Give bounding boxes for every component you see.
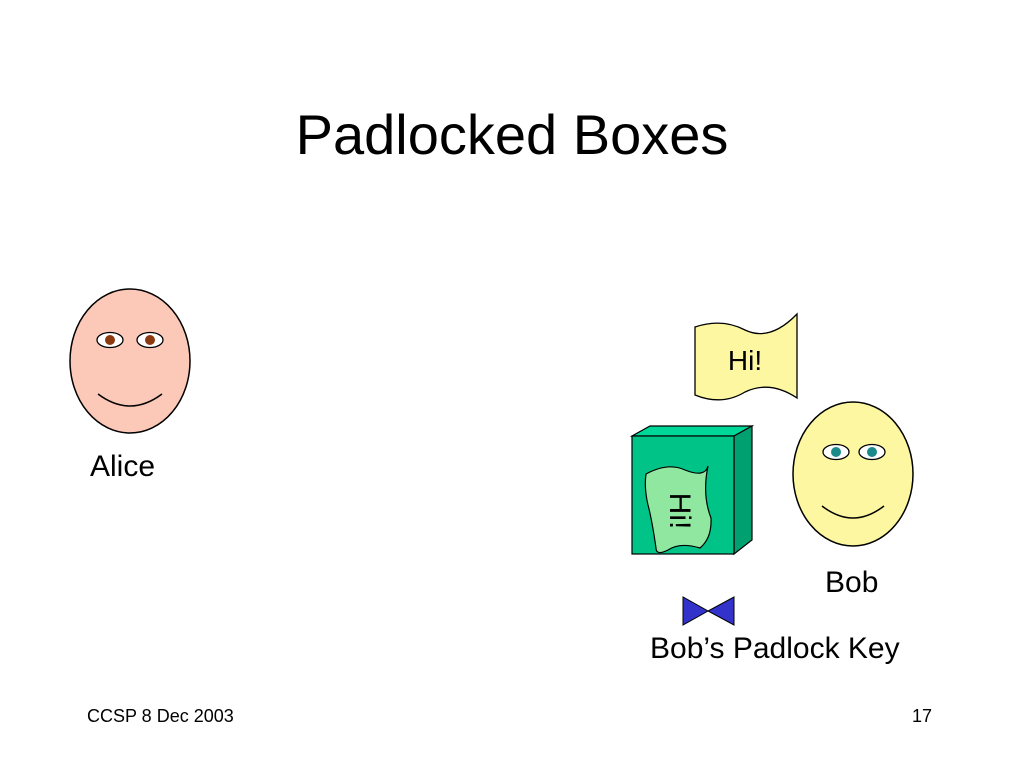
page-number: 17 xyxy=(912,706,933,726)
alice-smile xyxy=(97,393,163,407)
padlock-key-icon xyxy=(682,596,735,626)
padlock-key-left-wing xyxy=(682,596,710,626)
bob-right-eye-pupil xyxy=(867,447,877,457)
bob-left-eye-pupil xyxy=(831,447,841,457)
padlock-key-label: Bob’s Padlock Key xyxy=(650,632,900,665)
message-note: Hi! xyxy=(694,312,798,401)
bob-face xyxy=(792,401,914,547)
box-top-face xyxy=(629,425,755,437)
alice-face xyxy=(69,288,191,434)
alice-label: Alice xyxy=(90,450,156,483)
bob-smile xyxy=(821,505,885,519)
box-side-face xyxy=(733,424,753,556)
alice-right-eye-pupil xyxy=(145,335,155,345)
bob-label: Bob xyxy=(825,566,879,599)
message-note-shape xyxy=(694,312,798,401)
box-note-shape xyxy=(644,465,712,554)
padlocked-box: Hi! xyxy=(629,424,755,556)
alice-face-shape xyxy=(69,288,191,434)
alice-left-eye-pupil xyxy=(105,335,115,345)
bob-face-shape xyxy=(792,401,914,547)
message-note-text: Hi! xyxy=(728,345,762,376)
box-note-text: Hi! xyxy=(663,493,696,530)
padlock-key-right-wing xyxy=(706,596,735,626)
footer-date: CCSP 8 Dec 2003 xyxy=(87,706,234,726)
slide-title: Padlocked Boxes xyxy=(295,103,729,166)
